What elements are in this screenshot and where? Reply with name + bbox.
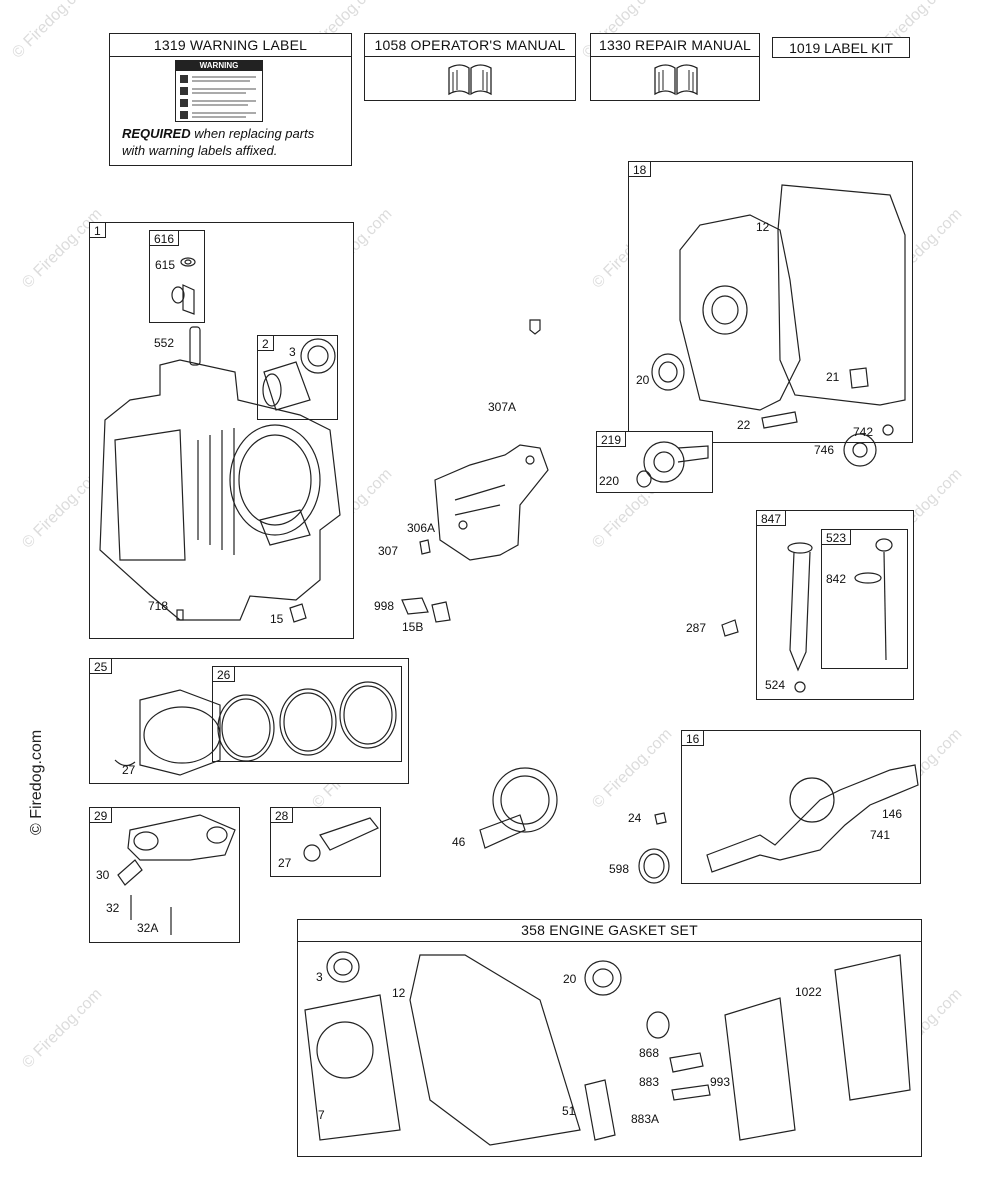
part-label: 3 — [289, 345, 296, 359]
part-label: 27 — [278, 856, 292, 870]
warning-sticker: WARNING — [175, 60, 263, 122]
part-label: 21 — [826, 370, 840, 384]
part-label: 883 — [639, 1075, 660, 1089]
gasket-set-title: 358 ENGINE GASKET SET — [298, 920, 921, 942]
part-label: 552 — [154, 336, 175, 350]
operators-manual-box: 1058 OPERATOR'S MANUAL — [364, 33, 576, 101]
part-label: 12 — [392, 986, 406, 1000]
required-note: REQUIRED when replacing parts with warni… — [122, 125, 314, 159]
part-label: 307A — [488, 400, 517, 414]
part-label: 20 — [636, 373, 650, 387]
part-label: 842 — [826, 572, 847, 586]
repair-manual-box: 1330 REPAIR MANUAL — [590, 33, 760, 101]
part-label: 998 — [374, 599, 395, 613]
box-tag: 29 — [89, 807, 113, 823]
part-label: 15 — [270, 612, 284, 626]
piston-pin-box: 28 — [270, 807, 381, 877]
required-note-line2: with warning labels affixed. — [122, 143, 278, 158]
part-label: 7 — [318, 1108, 325, 1122]
warning-sticker-heading: WARNING — [176, 61, 262, 71]
box-tag: 25 — [89, 658, 113, 674]
part-label: 3 — [316, 970, 323, 984]
part-label: 883A — [631, 1112, 660, 1126]
operators-manual-title: 1058 OPERATOR'S MANUAL — [365, 34, 575, 57]
label-kit-title: 1019 LABEL KIT — [789, 40, 893, 56]
part-label: 22 — [737, 418, 751, 432]
box-tag: 847 — [756, 510, 787, 526]
part-label: 32A — [137, 921, 159, 935]
part-label: 32 — [106, 901, 120, 915]
part-label: 287 — [686, 621, 707, 635]
label-kit-box: 1019 LABEL KIT — [772, 37, 910, 58]
part-label: 742 — [853, 425, 874, 439]
crankshaft-box: 16 — [681, 730, 921, 884]
box-tag: 2 — [257, 335, 274, 351]
part-label: 615 — [155, 258, 176, 272]
box-tag: 1 — [89, 222, 106, 238]
warning-sticker-lines — [180, 75, 256, 119]
part-label: 598 — [609, 862, 630, 876]
connecting-rod-box: 29 — [89, 807, 240, 943]
book-icon — [448, 64, 492, 96]
required-note-text: when replacing parts — [190, 126, 315, 141]
part-label: 146 — [882, 807, 903, 821]
box-tag: 26 — [212, 666, 236, 682]
part-label: 24 — [628, 811, 642, 825]
gasket-set-box: 358 ENGINE GASKET SET — [297, 919, 922, 1157]
warning-label-box: 1319 WARNING LABEL WARNING REQUIRED when… — [109, 33, 352, 166]
box-tag: 28 — [270, 807, 294, 823]
part-label: 20 — [563, 972, 577, 986]
repair-manual-title: 1330 REPAIR MANUAL — [591, 34, 759, 57]
part-label: 1022 — [795, 985, 822, 999]
part-label: 524 — [765, 678, 786, 692]
part-label: 868 — [639, 1046, 660, 1060]
breather-box: 616 — [149, 230, 205, 323]
warning-label-title: 1319 WARNING LABEL — [110, 34, 351, 57]
box-tag: 616 — [149, 230, 180, 246]
part-label: 307 — [378, 544, 399, 558]
dipstick-box: 523 — [821, 529, 908, 669]
part-label: 51 — [562, 1104, 576, 1118]
part-label: 12 — [756, 220, 770, 234]
part-label: 993 — [710, 1075, 731, 1089]
part-label: 306A — [407, 521, 436, 535]
part-label: 220 — [599, 474, 620, 488]
part-label: 741 — [870, 828, 891, 842]
box-tag: 523 — [821, 529, 852, 545]
part-label: 718 — [148, 599, 169, 613]
box-tag: 219 — [596, 431, 627, 447]
required-note-bold: REQUIRED — [122, 126, 191, 141]
part-label: 746 — [814, 443, 835, 457]
part-label: 15B — [402, 620, 424, 634]
sump-cover-box: 18 — [628, 161, 913, 443]
box-tag: 16 — [681, 730, 705, 746]
part-label: 30 — [96, 868, 110, 882]
part-label: 27 — [122, 763, 136, 777]
box-tag: 18 — [628, 161, 652, 177]
book-icon — [654, 64, 698, 96]
part-label: 46 — [452, 835, 466, 849]
